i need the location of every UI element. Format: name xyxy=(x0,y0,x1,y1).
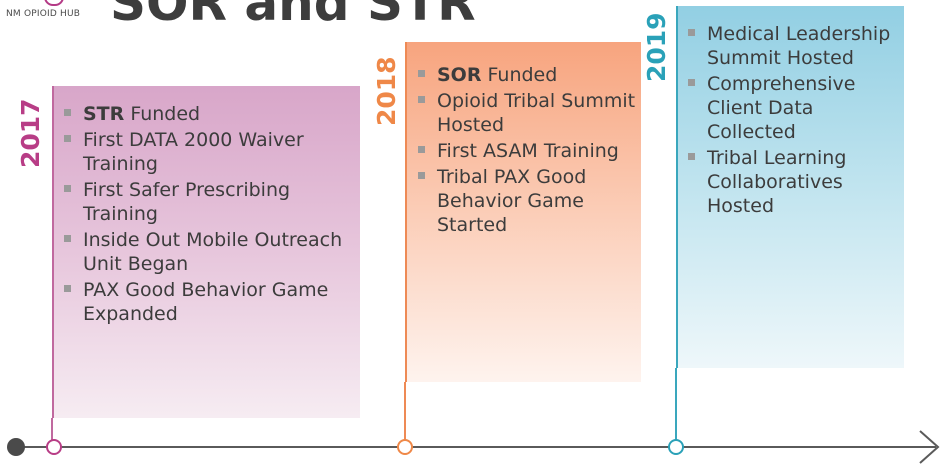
bullet-square-icon xyxy=(418,96,425,103)
panel-2017 xyxy=(52,86,360,418)
logo-text: NM OPIOID HUB xyxy=(6,9,81,19)
page-title: SOR and STR xyxy=(110,0,476,32)
logo: NM OPIOID HUB xyxy=(6,0,98,24)
list-item: Tribal PAX Good Behavior Game Started xyxy=(418,165,636,237)
list-item: Comprehensive Client Data Collected xyxy=(688,72,896,144)
bullet-square-icon xyxy=(418,172,425,179)
list-item: PAX Good Behavior Game Expanded xyxy=(64,278,352,326)
bullet-square-icon xyxy=(688,153,695,160)
bullet-square-icon xyxy=(64,235,71,242)
timeline-node-2018 xyxy=(397,439,413,455)
arrow-head-icon xyxy=(919,430,940,464)
panel-2018 xyxy=(405,42,641,382)
bullet-square-icon xyxy=(418,146,425,153)
milestone-list-2018: SOR Funded Opioid Tribal Summit Hosted F… xyxy=(418,63,636,239)
list-item: Opioid Tribal Summit Hosted xyxy=(418,89,636,137)
bullet-square-icon xyxy=(64,285,71,292)
list-item: Medical Leadership Summit Hosted xyxy=(688,22,896,70)
timeline-node-2019 xyxy=(668,439,684,455)
milestone-list-2019: Medical Leadership Summit Hosted Compreh… xyxy=(688,22,896,220)
bullet-square-icon xyxy=(64,109,71,116)
list-item: Inside Out Mobile Outreach Unit Began xyxy=(64,228,352,276)
list-item: Tribal Learning Collaboratives Hosted xyxy=(688,146,896,218)
timeline-start-dot xyxy=(7,438,25,456)
bullet-square-icon xyxy=(64,135,71,142)
list-item: STR Funded xyxy=(64,102,352,126)
list-item: First DATA 2000 Waiver Training xyxy=(64,128,352,176)
panel-2019 xyxy=(676,6,904,368)
bullet-square-icon xyxy=(418,70,425,77)
list-item: SOR Funded xyxy=(418,63,636,87)
milestone-list-2017: STR Funded First DATA 2000 Waiver Traini… xyxy=(64,102,352,328)
list-item: First Safer Prescribing Training xyxy=(64,178,352,226)
bullet-square-icon xyxy=(688,29,695,36)
bullet-square-icon xyxy=(64,185,71,192)
timeline-node-2017 xyxy=(46,439,62,455)
list-item: First ASAM Training xyxy=(418,139,636,163)
bullet-square-icon xyxy=(688,79,695,86)
